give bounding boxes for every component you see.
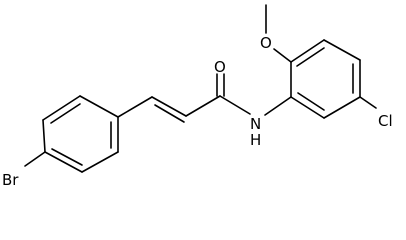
chloromethoxyphenyl-ring [290, 39, 361, 119]
chlorine-label: Cl [378, 112, 393, 130]
ring-b-inner-bond-3 [297, 92, 325, 111]
ring-a-bond-3 [79, 95, 119, 118]
bromophenyl-ring [42, 95, 119, 173]
ring-a-bond-2 [42, 95, 81, 121]
vinyl-linker [117, 95, 221, 123]
ring-a-inner-bond-1 [50, 103, 81, 124]
ring-b-bond-2 [290, 39, 325, 63]
molecule-structure: Br O N H O Cl [2, 4, 393, 189]
amide-hydrogen-label: H [250, 131, 261, 149]
methoxy-oxygen-bond [273, 48, 292, 63]
ring-b-inner-bond-1 [296, 47, 325, 67]
ring-b-bond-5 [323, 96, 361, 119]
ring-a-bond-5 [81, 151, 119, 173]
ring-a-bond-6 [44, 151, 83, 173]
carbonyl-oxygen-label: O [214, 58, 226, 76]
vinyl-double-bond [151, 96, 187, 117]
nitrogen-aryl-bond [264, 96, 292, 116]
vinyl-double-bond-inner [154, 104, 185, 123]
chlorine-bond [359, 96, 377, 109]
ring-b-bond-6 [290, 96, 325, 119]
ring-b-bond-3 [323, 39, 361, 61]
amide-nitrogen-label: N [250, 115, 261, 133]
amide-bond [219, 95, 251, 115]
bromine-label: Br [2, 171, 19, 189]
vinyl-bond-2 [185, 95, 221, 117]
bromine-bond [24, 151, 46, 167]
structure-canvas: Br O N H O Cl [2, 4, 393, 189]
ring-a-bond-1 [42, 119, 46, 153]
ring-a-inner-bond-3 [51, 148, 83, 166]
vinyl-bond-1 [117, 96, 153, 118]
methoxy-oxygen-label: O [260, 34, 272, 52]
